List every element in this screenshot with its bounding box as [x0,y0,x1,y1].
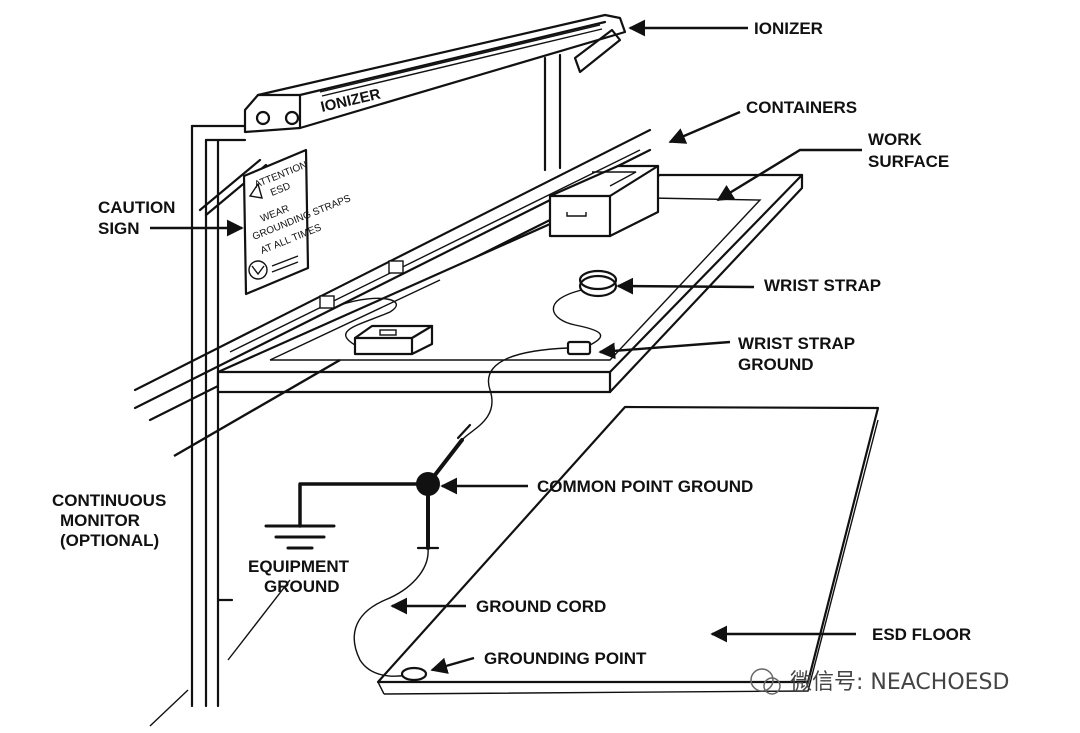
grounding-wiring [298,347,569,682]
esd-floor-mat [376,405,880,695]
label-equipment-ground-line1: EQUIPMENT [248,557,350,576]
continuous-monitor-device [339,297,434,356]
outlet-icon [319,295,335,309]
wrist-strap-band-icon [578,274,618,298]
containers [548,164,660,238]
label-continuous-monitor-line1: CONTINUOUS [52,491,166,510]
diagram-labels: IONIZER CONTAINERS WORK SURFACE CAUTION … [52,19,971,668]
label-work-surface-line2: SURFACE [868,152,949,171]
wrist-strap-snap-icon [566,340,592,356]
equipment-ground-symbol-icon [264,524,336,550]
label-common-point-ground: COMMON POINT GROUND [537,477,753,496]
label-wrist-strap-ground-line2: GROUND [738,355,814,374]
wrist-strap [552,269,618,356]
label-continuous-monitor-line3: (OPTIONAL) [60,531,159,550]
label-containers: CONTAINERS [746,98,857,117]
watermark-text: 微信号: NEACHOESD [790,670,1009,695]
label-ground-cord: GROUND CORD [476,597,606,616]
caution-sign: ATTENTION ESD WEAR GROUNDING STRAPS AT A… [242,148,353,296]
label-ionizer: IONIZER [754,19,823,38]
watermark: 微信号: NEACHOESD [750,668,1009,695]
warning-triangle-icon [248,182,263,199]
ionizer-bar: IONIZER [198,13,627,217]
label-continuous-monitor-line2: MONITOR [60,511,140,530]
wechat-logo-icon [750,668,774,692]
esd-symbol-icon [248,260,268,280]
label-wrist-strap-ground-line1: WRIST STRAP [738,334,855,353]
label-wrist-strap: WRIST STRAP [764,276,881,295]
label-caution-sign-line2: SIGN [98,219,140,238]
outlet-icon [388,260,404,274]
ionizer-knob-icon [255,110,271,126]
label-caution-sign-line1: CAUTION [98,198,175,217]
grounding-point-snap-icon [400,666,428,682]
label-work-surface-line1: WORK [868,130,923,149]
ionizer-knob-icon [284,110,300,126]
label-esd-floor: ESD FLOOR [872,625,971,644]
label-equipment-ground-line2: GROUND [264,577,340,596]
common-point-node-icon [416,472,440,496]
callout-arrows [150,19,862,674]
label-grounding-point: GROUNDING POINT [484,649,647,668]
power-outlets [319,260,404,309]
